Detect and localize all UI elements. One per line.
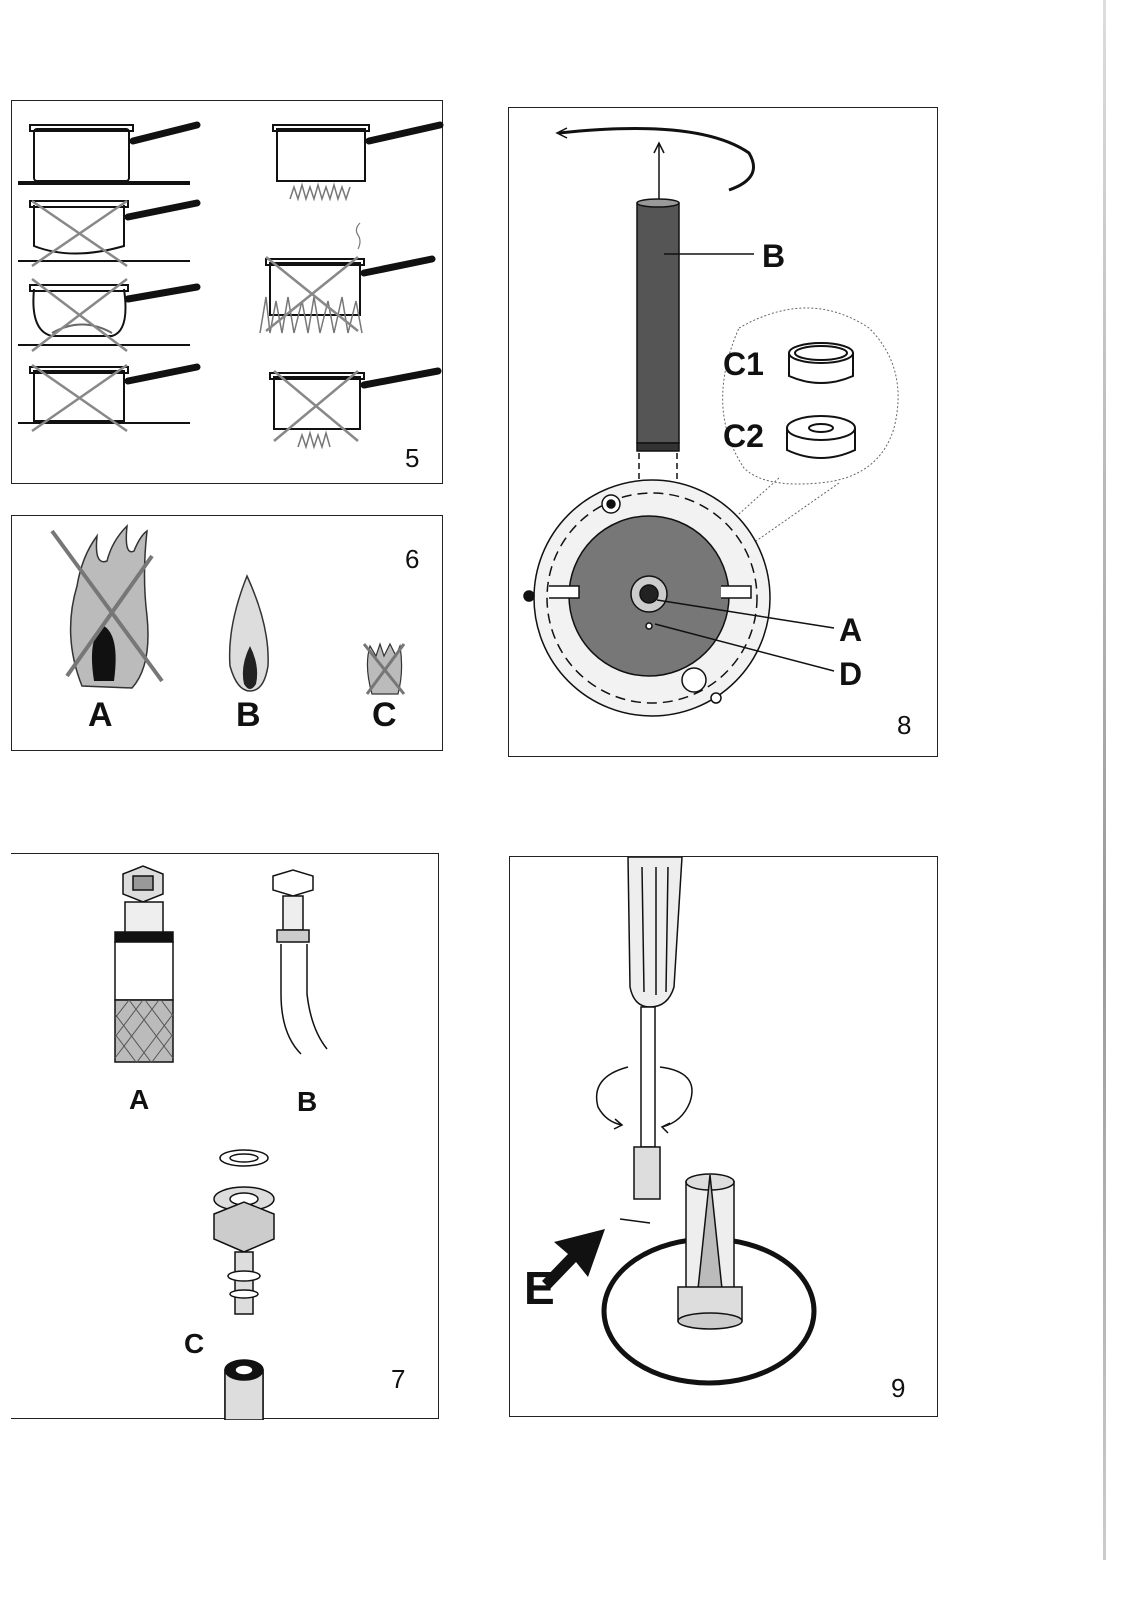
figure-6-number: 6 [405,546,419,572]
pan-wrong-1 [18,201,197,266]
flame-label-b: B [236,698,261,732]
flame-b-icon [230,576,269,691]
figure-8-number: 8 [897,712,911,738]
flame-label-a: A [88,698,113,732]
page-scan-edge [1103,0,1106,1560]
hose-connection-illustration [11,854,439,1420]
ring-label-c2: C2 [723,420,764,452]
rubber-hose-icon [273,870,327,1054]
figure-7-panel: A B C 7 [11,853,439,1419]
rotate-arrow-icon [557,128,754,203]
pan-placement-illustration [12,101,444,485]
pan-wrong-small [270,371,438,447]
ring-c1-icon [789,343,853,383]
injector-label-a: A [839,614,862,646]
hose-label-b: B [297,1088,317,1116]
figure-9-panel: E 9 [509,856,938,1417]
pan-correct-flat [18,125,197,183]
figure-6-panel: 6 A B C [11,515,443,751]
tap-adjustment-illustration [510,857,939,1418]
figure-5-number: 5 [405,445,419,471]
flame-a-icon [52,526,162,688]
pan-wrong-flame-large [260,223,432,333]
gas-pipe-icon [225,1360,263,1420]
pan-correct-flame [273,125,440,199]
ring-c2-icon [787,416,855,458]
injector-tube-b [637,199,754,451]
fitting-assembly-icon [214,1150,274,1314]
figure-9-number: 9 [891,1375,905,1401]
burner-base-icon [524,480,834,716]
figure-5-panel: 5 [11,100,443,484]
pipe-label-c: C [184,1330,204,1358]
flame-c-icon [364,644,404,694]
pan-wrong-2 [18,279,197,351]
figure-7-number: 7 [391,1366,405,1392]
hose-label-a: A [129,1086,149,1114]
screw-label-d: D [839,658,862,690]
pan-wrong-3 [18,365,197,431]
screwdriver-icon [620,857,682,1223]
arrow-label-e: E [524,1265,555,1311]
flame-label-c: C [372,698,397,732]
braided-hose-icon [115,866,173,1062]
ring-label-c1: C1 [723,348,764,380]
figure-8-panel: B C1 C2 A D 8 [508,107,938,757]
valve-spindle-icon [604,1174,814,1383]
tube-label-b: B [762,240,785,272]
